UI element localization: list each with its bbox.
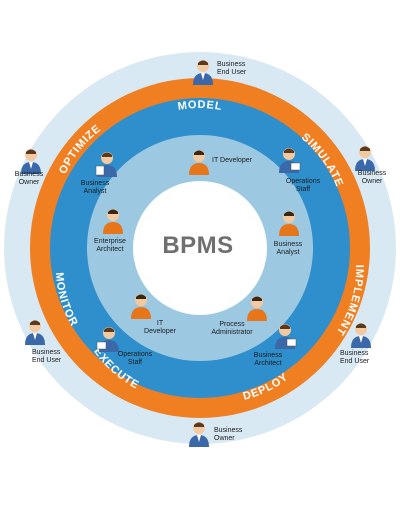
- business-owner-icon: [189, 422, 209, 447]
- label-bottom-business-owner: Business Owner: [214, 427, 243, 442]
- label-left-business-end-user: Business End User: [32, 349, 62, 364]
- label-right-business-owner: Business Owner: [357, 170, 387, 185]
- label-top-business-end-user: Business End User: [217, 61, 247, 76]
- label-left-business-owner: Business Owner: [14, 171, 44, 186]
- it-developer-icon: [131, 294, 151, 319]
- business-owner-icon: [355, 146, 375, 171]
- label-operations-staff-left: Operations Staff: [117, 351, 153, 366]
- label-it-developer-bottom: IT Developer: [144, 320, 176, 335]
- label-business-analyst-right: Business Analyst: [273, 241, 303, 256]
- operations-staff-icon: [96, 327, 119, 352]
- label-business-analyst-left: Business Analyst: [80, 180, 110, 195]
- center-title: BPMS: [162, 232, 234, 259]
- label-enterprise-architect: Enterprise Architect: [94, 238, 126, 253]
- business-analyst-icon: [95, 152, 117, 177]
- label-right-business-end-user: Business End User: [340, 350, 370, 365]
- business-end-user-icon: [351, 323, 371, 348]
- label-process-administrator: Process Administrator: [211, 321, 253, 336]
- business-end-user-icon: [193, 60, 213, 85]
- business-owner-icon: [21, 149, 41, 174]
- process-administrator-icon: [247, 296, 267, 321]
- business-analyst-icon: [279, 211, 299, 236]
- business-end-user-icon: [25, 320, 45, 345]
- it-developer-icon: [189, 150, 209, 175]
- business-architect-icon: [275, 324, 297, 349]
- operations-staff-icon: [279, 148, 301, 173]
- phase-model: MODEL: [177, 99, 223, 113]
- label-it-developer-top: IT Developer: [212, 157, 252, 164]
- label-business-architect: Business Architect: [253, 352, 283, 367]
- label-operations-staff-right: Operations Staff: [285, 178, 321, 193]
- center-disc: [133, 181, 267, 315]
- enterprise-architect-icon: [103, 209, 123, 234]
